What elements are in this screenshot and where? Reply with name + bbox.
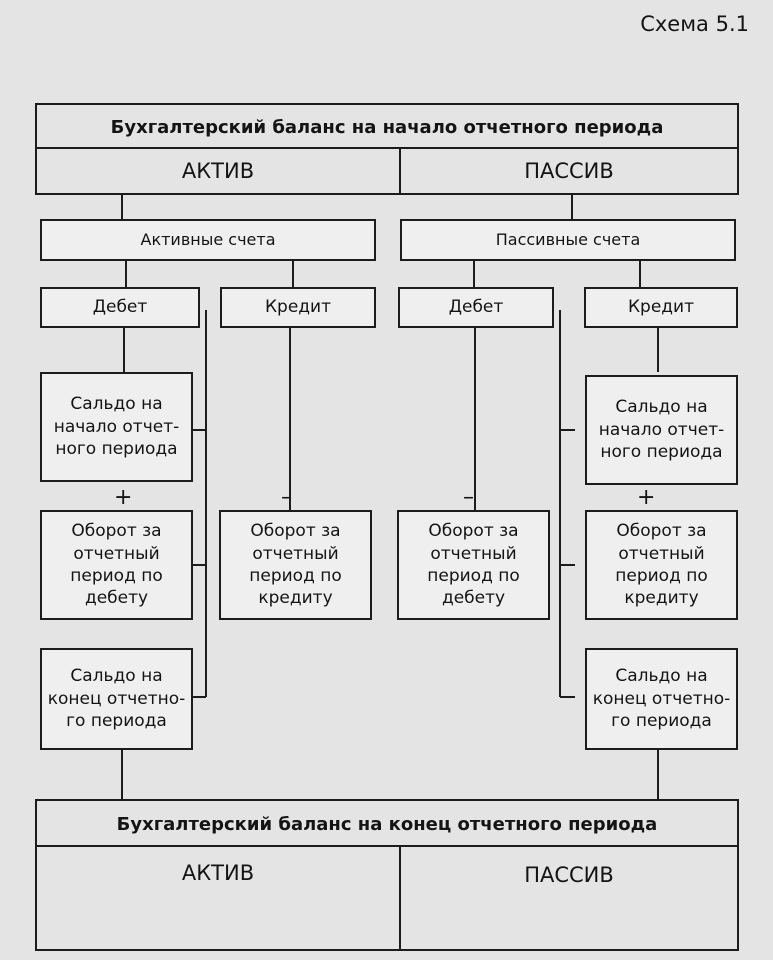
passive-opening-saldo-box: Сальдо на начало отчет- ного периода [585, 375, 738, 485]
passive-plus-sign: + [637, 485, 656, 510]
start-balance-liability: ПАССИВ [524, 159, 614, 183]
scheme-label: Схема 5.1 [640, 12, 749, 36]
passive-accounts-box: Пассивные счета [400, 219, 736, 261]
start-balance-title: Бухгалтерский баланс на начало отчетного… [110, 116, 664, 138]
active-minus-sign: – [281, 485, 292, 510]
active-debit-box: Дебет [40, 287, 200, 328]
passive-debit-box: Дебет [398, 287, 554, 328]
active-debit-turnover-box: Оборот за отчетный период по дебету [40, 510, 193, 620]
start-balance-asset: АКТИВ [181, 159, 255, 183]
active-accounts-box: Активные счета [40, 219, 376, 261]
end-balance-liability: ПАССИВ [524, 863, 614, 887]
passive-closing-saldo-box: Сальдо на конец отчетно- го периода [585, 648, 738, 750]
end-balance-asset: АКТИВ [181, 861, 255, 885]
active-credit-turnover-box: Оборот за отчетный период по кредиту [219, 510, 372, 620]
passive-debit-turnover-box: Оборот за отчетный период по дебету [397, 510, 550, 620]
passive-minus-sign: – [463, 485, 474, 510]
active-closing-saldo-box: Сальдо на конец отчетно- го периода [40, 648, 193, 750]
end-balance-title: Бухгалтерский баланс на конец отчетного … [116, 813, 658, 835]
active-credit-box: Кредит [220, 287, 376, 328]
passive-credit-box: Кредит [584, 287, 738, 328]
passive-credit-turnover-box: Оборот за отчетный период по кредиту [585, 510, 738, 620]
active-opening-saldo-box: Сальдо на начало отчет- ного периода [40, 372, 193, 482]
active-plus-sign: + [114, 485, 133, 510]
